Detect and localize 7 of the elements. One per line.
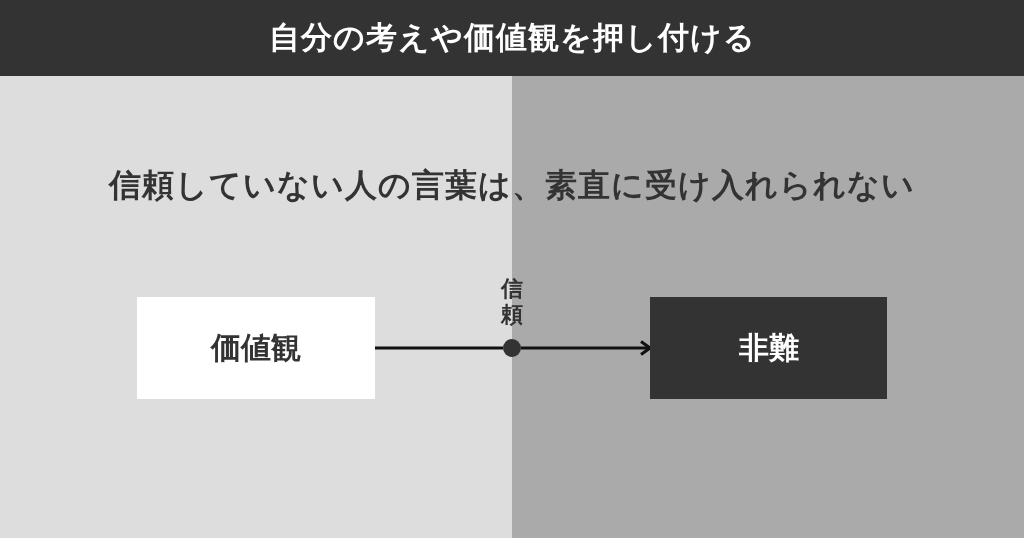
title-bar: 自分の考えや価値観を押し付ける: [0, 0, 1024, 76]
subtitle-text: 信頼していない人の言葉は、素直に受け入れられない: [109, 166, 915, 204]
node-label: 信頼: [500, 276, 524, 328]
label-box: 価値観: [137, 297, 375, 399]
label-box: 非難: [650, 297, 887, 399]
connector-line: [375, 346, 503, 350]
arrow: [521, 340, 652, 356]
